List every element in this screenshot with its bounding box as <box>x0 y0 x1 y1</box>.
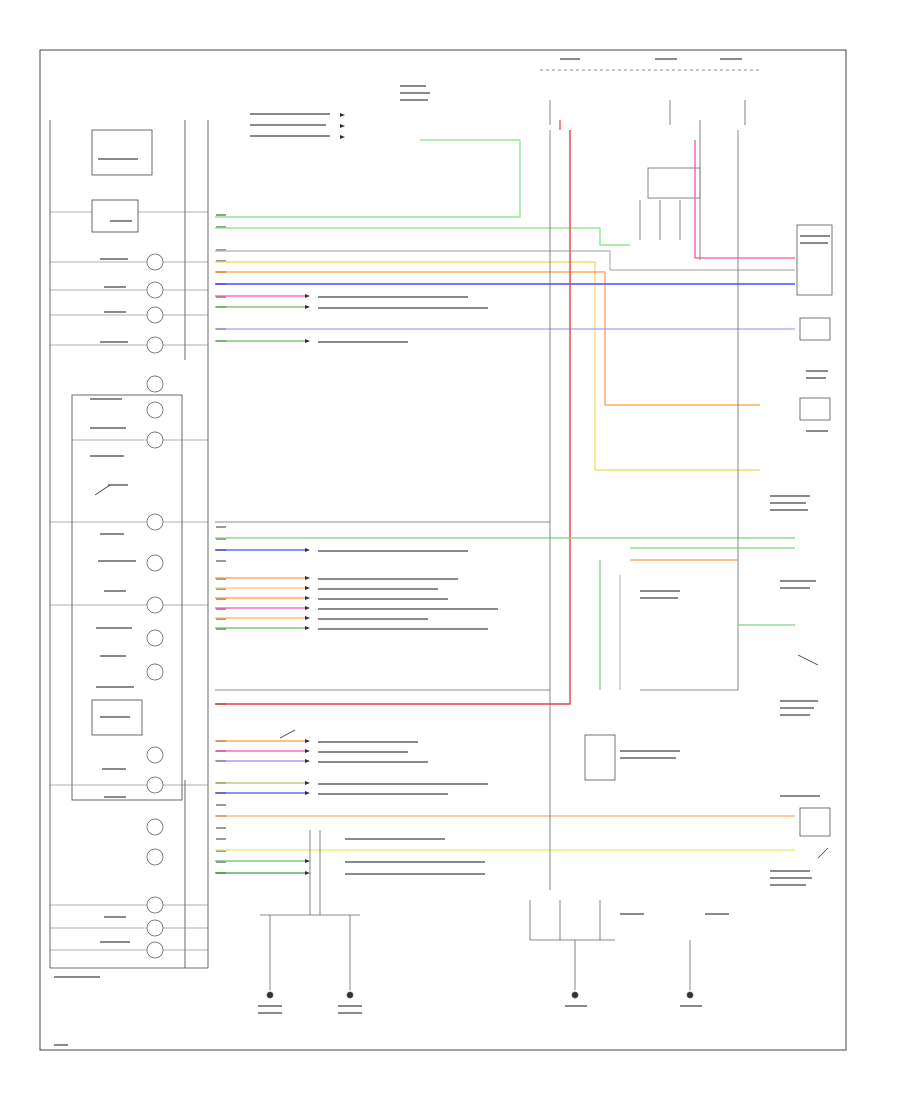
power-wires <box>599 140 795 690</box>
cluster-lamp-leads <box>50 211 208 951</box>
right-side-lines <box>215 69 760 990</box>
connector-pin-labels <box>216 214 226 874</box>
harness-wires <box>215 120 795 874</box>
cluster-lamps <box>146 253 164 959</box>
switch-symbols <box>94 484 829 859</box>
right-components <box>266 224 833 999</box>
right-microtext <box>250 58 830 1014</box>
cluster-microtext <box>54 158 138 1046</box>
diagram-border <box>39 49 847 1051</box>
instrument-cluster <box>49 120 209 969</box>
connector-arrows <box>305 113 345 875</box>
